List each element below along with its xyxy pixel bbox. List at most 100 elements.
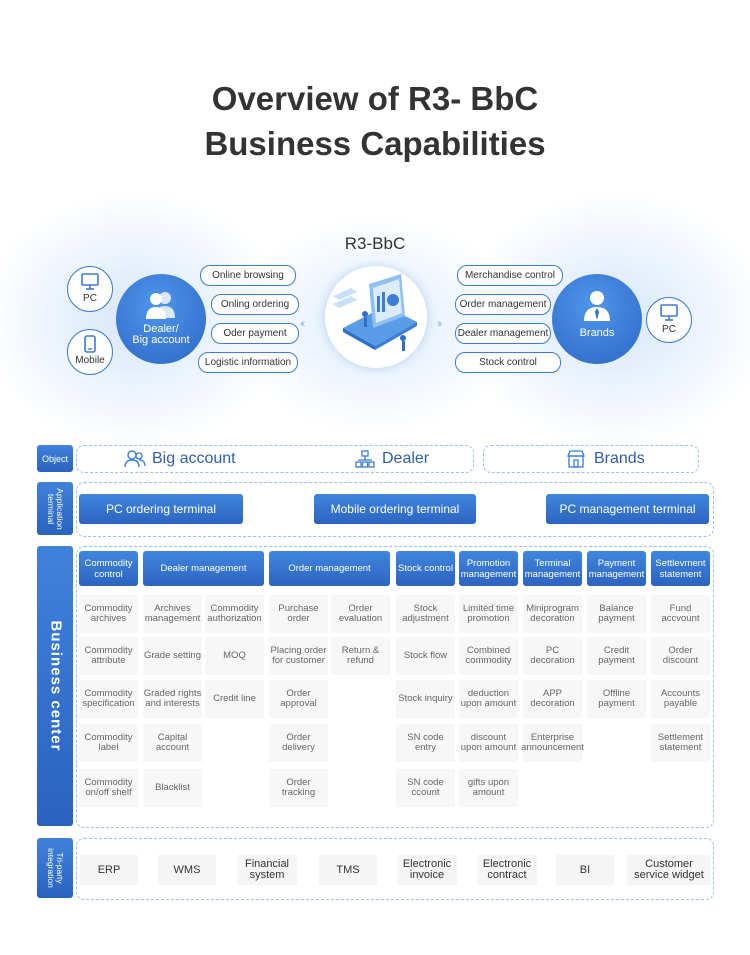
- mobile-label: Mobile: [75, 355, 105, 366]
- integration-bi: BI: [556, 855, 614, 885]
- cell-gifts-upon-amount: gifts upon amount: [459, 769, 518, 807]
- hub-illustration: [325, 266, 427, 368]
- brands-circle: Brands: [552, 274, 642, 364]
- mobile-device: Mobile: [67, 329, 113, 375]
- application-label: Application terminal: [46, 487, 65, 530]
- cell-discount-upon-amount: discount upon amount: [459, 724, 518, 762]
- object-dealer-label: Dealer: [382, 450, 430, 467]
- phone-icon: [84, 335, 96, 353]
- object-brands: Brands: [566, 449, 645, 469]
- cell-order-discount: Order discount: [651, 637, 710, 675]
- brands-group-label: Brands: [579, 327, 615, 339]
- cell-enterprise-announcement: Enterprise announcement: [521, 724, 584, 762]
- cell-app-decoration: APP decoration: [523, 680, 582, 718]
- cell-fund-account: Fund accvount: [651, 595, 710, 633]
- cell-grade-setting: Grade setting: [143, 637, 202, 675]
- object-label: Object: [41, 453, 68, 464]
- feature-order-management: Order management: [455, 294, 551, 315]
- object-brands-label: Brands: [594, 450, 645, 467]
- integration-financial-system: Financial system: [237, 855, 297, 885]
- right-arrows-icon: ››: [437, 318, 443, 330]
- feature-order-payment: Oder payment: [211, 323, 299, 344]
- dealer-group-label: Dealer/ Big account: [132, 323, 190, 346]
- cell-commodity-label: Commodity label: [79, 724, 138, 762]
- column-head-stock-control: Stock control: [396, 551, 455, 586]
- cell-deduction-upon-amount: deduction upon amount: [459, 680, 518, 718]
- terminal-mobile-ordering: Mobile ordering terminal: [314, 494, 476, 524]
- cell-commodity-on-off-shelf: Commodity on/off shelf: [79, 769, 138, 807]
- cell-archives-management: Archives management: [143, 595, 202, 633]
- hub-label: R3-BbC: [344, 234, 406, 253]
- integration-erp: ERP: [80, 855, 138, 885]
- cell-offline-payment: Offline payment: [587, 680, 646, 718]
- integration-wms: WMS: [158, 855, 216, 885]
- page-title-line2: Business Capabilities: [204, 125, 546, 162]
- column-head-commodity-control: Commodity control: [79, 551, 138, 586]
- cell-stock-inquiry: Stock inquiry: [396, 680, 455, 718]
- triparty-label: Tri-party integration: [46, 848, 66, 888]
- object-dealer: Dealer: [355, 449, 429, 469]
- terminal-pc-management: PC management terminal: [546, 494, 709, 524]
- cell-accounts-payable: Accounts payable: [651, 680, 710, 718]
- cell-placing-order-for-customer: Placing order for customer: [269, 637, 328, 675]
- object-big-account-label: Big account: [152, 450, 236, 467]
- cell-capital-account: Capital account: [143, 724, 202, 762]
- cell-credit-payment: Credit payment: [587, 637, 646, 675]
- cell-order-tracking: Order tracking: [269, 769, 328, 807]
- object-box-right: [483, 445, 699, 473]
- object-box-left: [76, 445, 474, 473]
- cell-limited-time-promotion: Limited time promotion: [459, 595, 518, 633]
- users-group-icon: [146, 292, 175, 319]
- cell-order-delivery: Order delivery: [269, 724, 328, 762]
- pc-device-left: PC: [67, 266, 113, 312]
- cell-commodity-attribute: Commodity attribute: [79, 637, 138, 675]
- object-label-tab: Object: [37, 445, 73, 472]
- cell-pc-decoration: PC decoration: [523, 637, 582, 675]
- cell-order-evaluation: Order evaluation: [331, 595, 390, 633]
- cell-blacklist: Blacklist: [143, 769, 202, 807]
- feature-logistic-information: Logistic information: [198, 352, 298, 373]
- integration-electronic-invoice: Electronic invoice: [397, 855, 457, 885]
- cell-commodity-archives: Commodity archives: [79, 595, 138, 633]
- cell-commodity-specification: Commodity specification: [79, 680, 138, 718]
- column-head-order-management: Order management: [269, 551, 390, 586]
- cell-commodity-authorization: Commodity authorization: [205, 595, 264, 633]
- integration-customer-service-widget: Customer service widget: [627, 855, 711, 885]
- column-head-promotion-management: Promotion management: [459, 551, 518, 586]
- feature-dealer-management: Dealer management: [455, 323, 551, 344]
- column-head-dealer-management: Dealer management: [143, 551, 264, 586]
- dealer-circle: Dealer/ Big account: [116, 274, 206, 364]
- monitor-icon: [81, 273, 99, 290]
- monitor-icon: [660, 304, 678, 321]
- store-icon: [567, 450, 585, 468]
- column-head-terminal-management: Terminal management: [523, 551, 582, 586]
- terminal-pc-ordering: PC ordering terminal: [79, 494, 243, 524]
- triparty-box: [76, 838, 714, 900]
- feature-online-ordering: Onling ordering: [211, 294, 299, 315]
- column-head-settlement-statement: Settlevment statement: [651, 551, 710, 586]
- pc-label-right: PC: [662, 324, 676, 335]
- cell-order-approval: Order approval: [269, 680, 328, 718]
- business-person-icon: [584, 291, 610, 321]
- cell-credit-line: Credit line: [205, 680, 264, 718]
- org-chart-icon: [355, 450, 375, 468]
- cell-purchase-order: Purchase order: [269, 595, 328, 633]
- integration-electronic-contract: Electronic contract: [477, 855, 537, 885]
- cell-graded-rights: Graded rights and interests: [143, 680, 202, 718]
- cell-stock-adjustment: Stock adjustment: [396, 595, 455, 633]
- pc-device-right: PC: [646, 297, 692, 343]
- cell-sn-code-count: SN code ccount: [396, 769, 455, 807]
- feature-online-browsing: Online browsing: [200, 265, 296, 286]
- cell-balance-payment: Balance payment: [587, 595, 646, 633]
- cell-settlement-statement: Settlement statement: [651, 724, 710, 762]
- left-arrows-icon: ‹‹: [300, 318, 306, 330]
- business-label-tab: Business center: [37, 546, 73, 826]
- application-label-tab: Application terminal: [37, 482, 73, 535]
- cell-miniprogram-decoration: Miniprogram decoration: [523, 595, 582, 633]
- cell-return-refund: Return & refund: [331, 637, 390, 675]
- triparty-label-tab: Tri-party integration: [37, 838, 73, 898]
- feature-merchandise-control: Merchandise control: [457, 265, 563, 286]
- computer-illustration-icon: [333, 274, 417, 351]
- object-big-account: Big account: [124, 449, 236, 469]
- pc-label-left: PC: [83, 293, 97, 304]
